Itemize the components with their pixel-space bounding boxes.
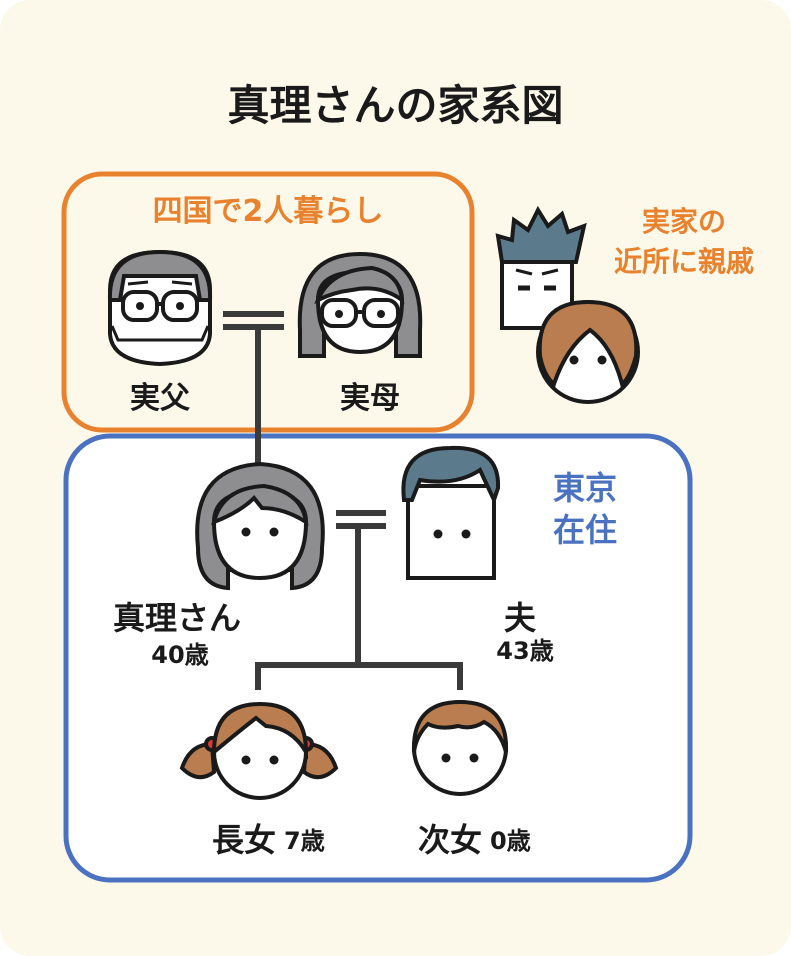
relatives-label-line1: 実家の: [641, 205, 726, 238]
woman-face-icon: [195, 461, 325, 591]
baby-face-icon: [411, 699, 509, 796]
page-title: 真理さんの家系図: [227, 81, 564, 130]
husband-label: 夫: [503, 599, 536, 637]
relatives-label-line2: 近所に親戚: [613, 245, 754, 278]
mari-age: 40歳: [151, 641, 209, 669]
shikoku-group-label: 四国で2人暮らし: [152, 194, 384, 229]
girl-pigtails-icon: [179, 701, 339, 800]
husband-age: 43歳: [496, 637, 554, 665]
mari-label: 真理さん: [112, 599, 241, 637]
tree-lines: [223, 311, 463, 690]
tokyo-label-line1: 東京: [552, 469, 617, 507]
daughter1-age: 7歳: [284, 827, 325, 855]
shikoku-group-box: [61, 171, 475, 433]
daughter2-age: 0歳: [490, 827, 531, 855]
man-face-icon: [401, 445, 501, 580]
grandfather-glasses-icon: [107, 249, 213, 367]
tokyo-label-line2: 在住: [552, 511, 617, 549]
father-label: 実父: [130, 381, 190, 416]
daughter1-label: 長女: [211, 821, 276, 859]
daughter2-label: 次女: [417, 821, 482, 859]
mother-label: 実母: [340, 381, 400, 416]
relative-woman-icon: [536, 299, 640, 404]
grandmother-glasses-icon: [297, 251, 423, 358]
children-branch-line: [255, 662, 463, 690]
